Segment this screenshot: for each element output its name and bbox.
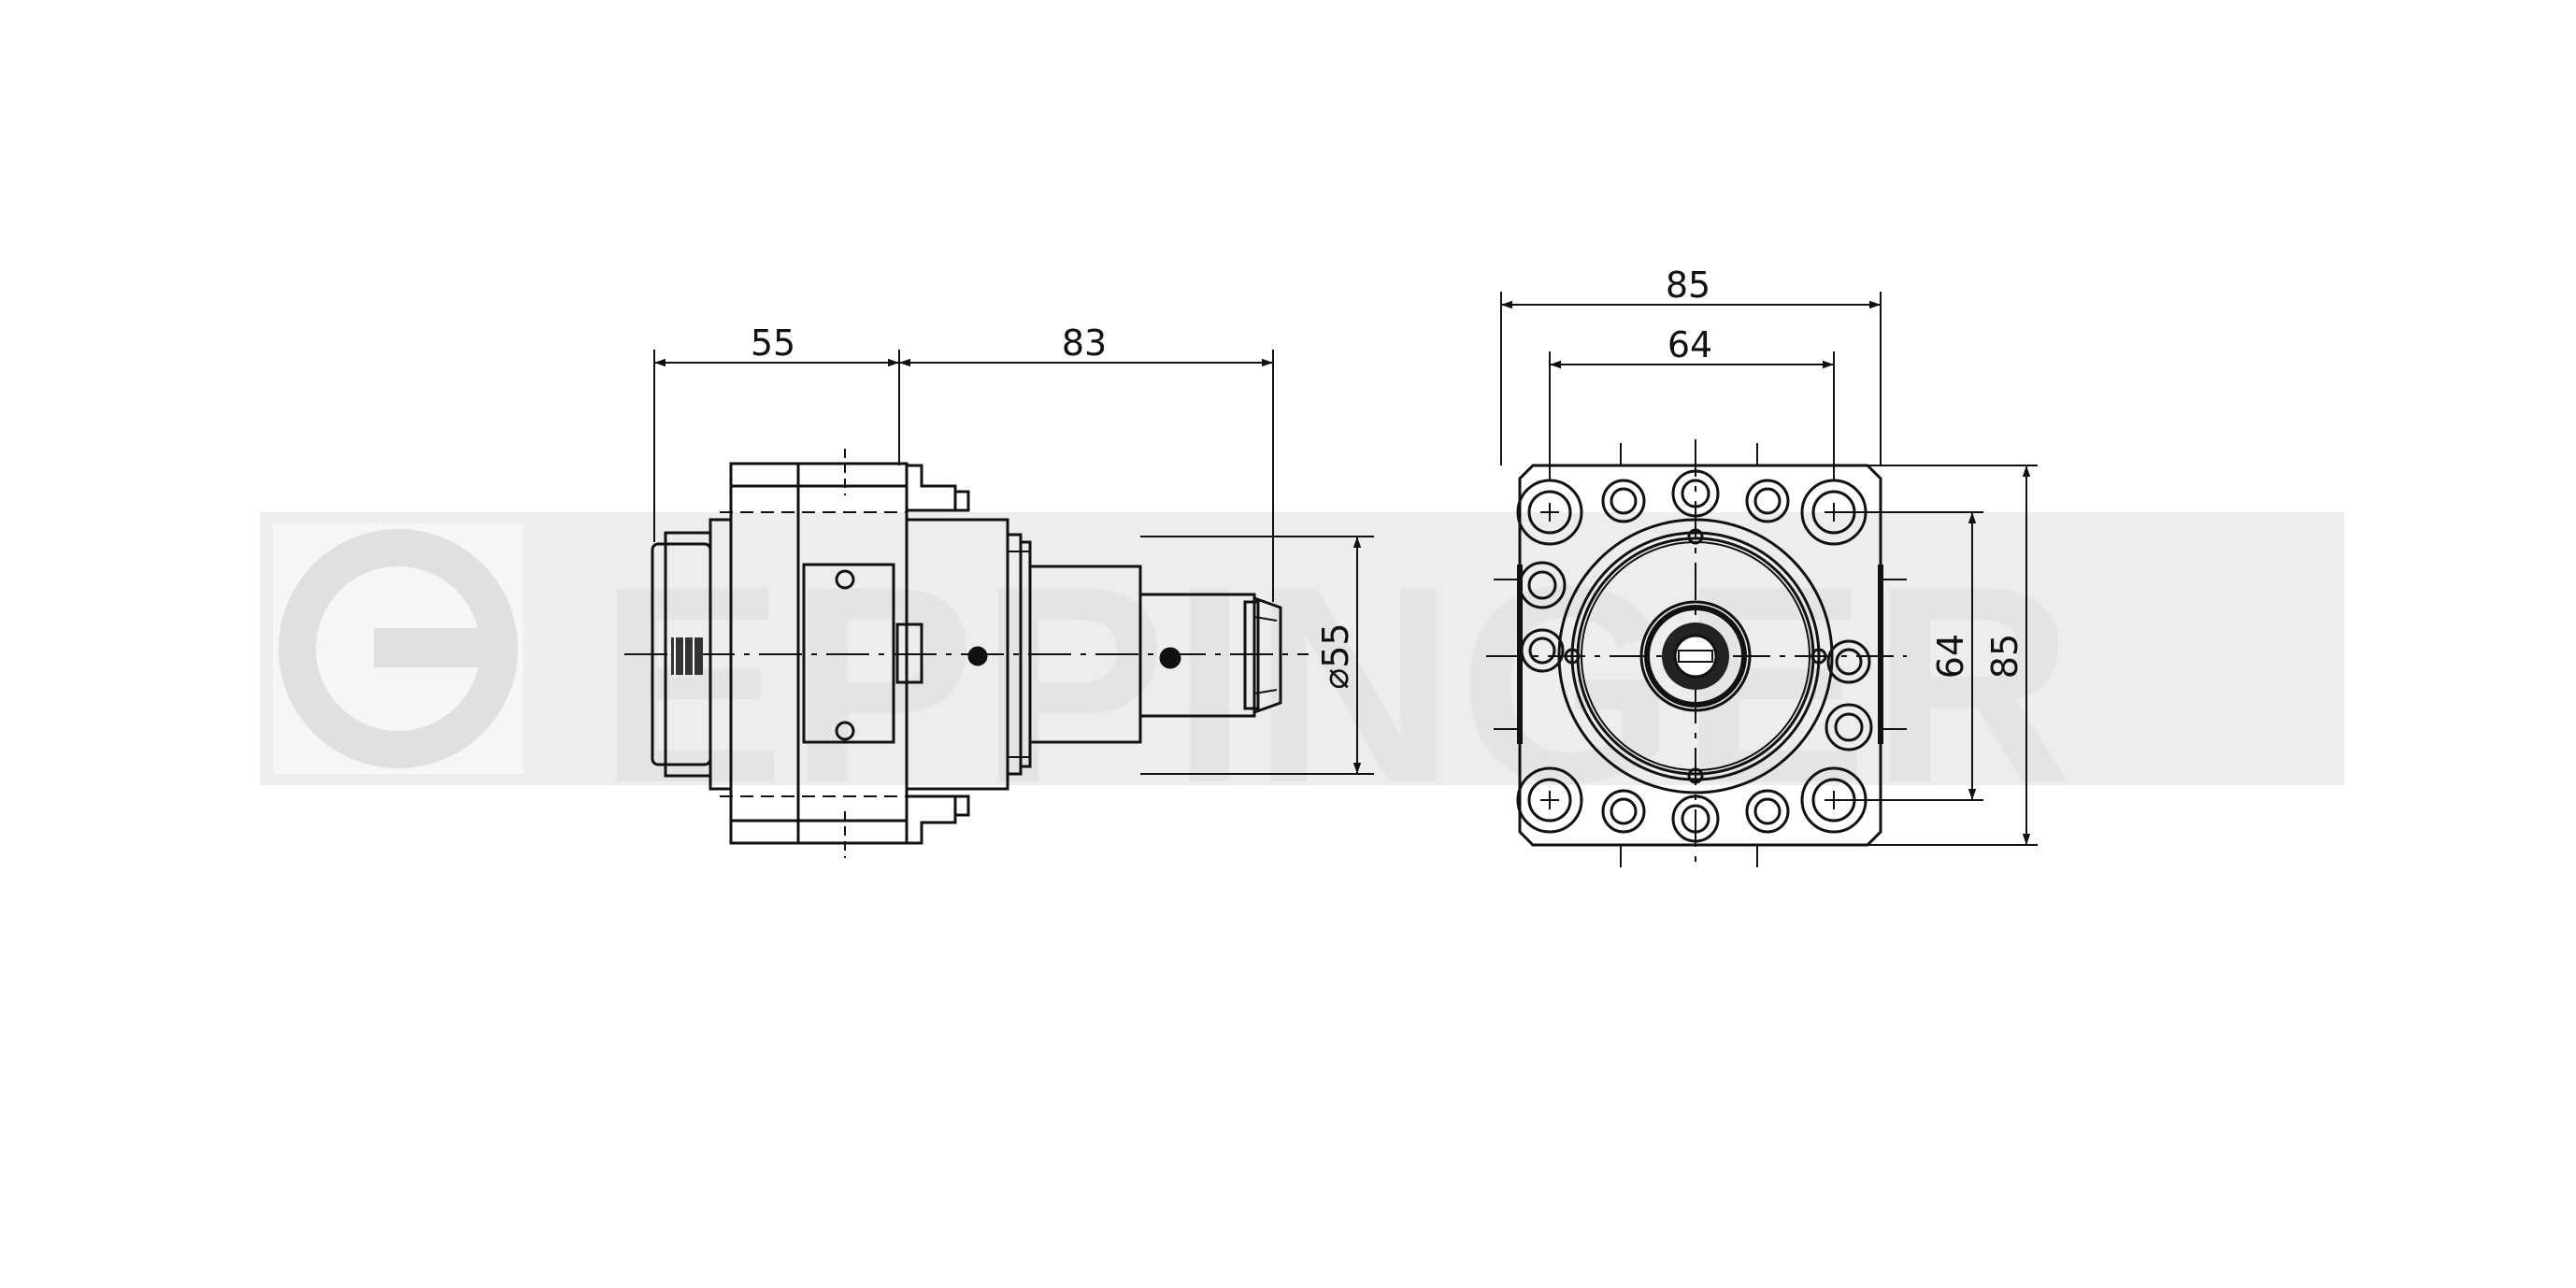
lugs bbox=[907, 464, 970, 845]
dim-flange-width: 55 bbox=[751, 322, 795, 364]
front-view bbox=[1486, 292, 2038, 869]
front-spindle-bore bbox=[1639, 600, 1752, 712]
front-extension-lines bbox=[1500, 292, 2038, 846]
side-view bbox=[624, 350, 1374, 858]
dim-outer-height: 85 bbox=[1984, 634, 2025, 679]
medium-bolts bbox=[1518, 469, 1873, 843]
dim-outer-width: 85 bbox=[1666, 265, 1710, 306]
edge-markers bbox=[1494, 443, 1907, 867]
side-extension-lines bbox=[653, 350, 1374, 775]
dim-projection-length: 83 bbox=[1062, 322, 1107, 364]
watermark-logo-icon bbox=[273, 523, 523, 774]
watermark: EPPINGER bbox=[260, 512, 2344, 841]
side-dimension-lines bbox=[654, 358, 1362, 774]
watermark-text: EPPINGER bbox=[598, 527, 2077, 841]
watermark-background bbox=[260, 512, 2344, 785]
dim-bolt-spacing-horizontal: 64 bbox=[1667, 324, 1712, 365]
dim-bolt-spacing-vertical: 64 bbox=[1930, 634, 1971, 679]
spindle bbox=[1028, 565, 1282, 744]
front-dimension-lines bbox=[1501, 300, 2031, 845]
dim-spindle-diameter: ⌀55 bbox=[1315, 623, 1356, 689]
